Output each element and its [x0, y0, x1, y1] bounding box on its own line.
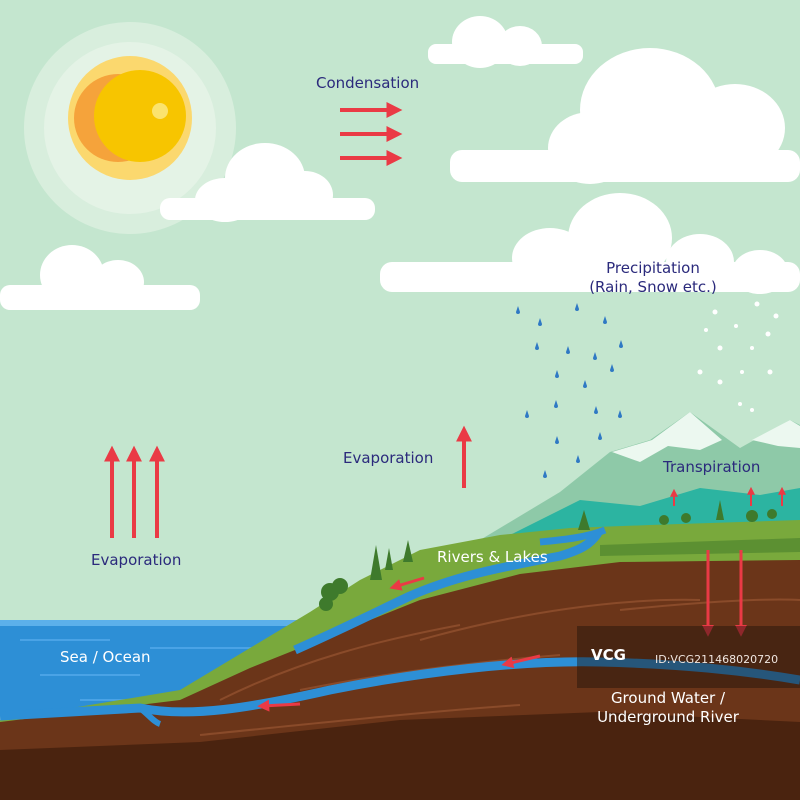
underground-river [0, 657, 800, 721]
watermark-id: ID:VCG211468020720 [655, 653, 779, 666]
label-evaporation-sea: Evaporation [91, 551, 182, 569]
surface-river [293, 530, 602, 655]
flow-arrows [257, 576, 541, 712]
sea-evaporation-arrows [104, 445, 165, 538]
transpiration-arrows [670, 486, 786, 506]
snow-flakes [697, 301, 779, 412]
snow-caps [612, 412, 800, 462]
label-precipitation-line1: Precipitation [606, 259, 700, 277]
infiltration-arrows [702, 550, 747, 637]
label-sea-ocean: Sea / Ocean [60, 648, 151, 666]
lake [539, 526, 607, 546]
label-precipitation-line2: (Rain, Snow etc.) [589, 278, 717, 296]
cloud-left [0, 245, 200, 310]
watermark-logo: VCG [591, 646, 626, 664]
watermark: VCG ID:VCG211468020720 [577, 626, 800, 688]
cloud-large-right [450, 48, 800, 184]
sun-icon [24, 22, 236, 234]
label-groundwater-line2: Underground River [597, 708, 739, 726]
label-condensation: Condensation [316, 74, 420, 92]
cloud-sun [160, 143, 375, 222]
label-groundwater-line1: Ground Water / [610, 689, 726, 707]
trees [319, 500, 777, 611]
cloud-top-right [428, 16, 583, 68]
label-groundwater: Ground Water / Underground River [578, 689, 758, 727]
label-transpiration: Transpiration [663, 458, 761, 476]
condensation-arrows [340, 102, 403, 166]
rain-drops [516, 303, 623, 478]
cloud-precipitation [380, 193, 800, 294]
label-rivers-lakes: Rivers & Lakes [437, 548, 548, 566]
deep-soil [0, 712, 800, 800]
label-evaporation-sky: Evaporation [343, 449, 434, 467]
label-precipitation: Precipitation (Rain, Snow etc.) [578, 259, 728, 297]
